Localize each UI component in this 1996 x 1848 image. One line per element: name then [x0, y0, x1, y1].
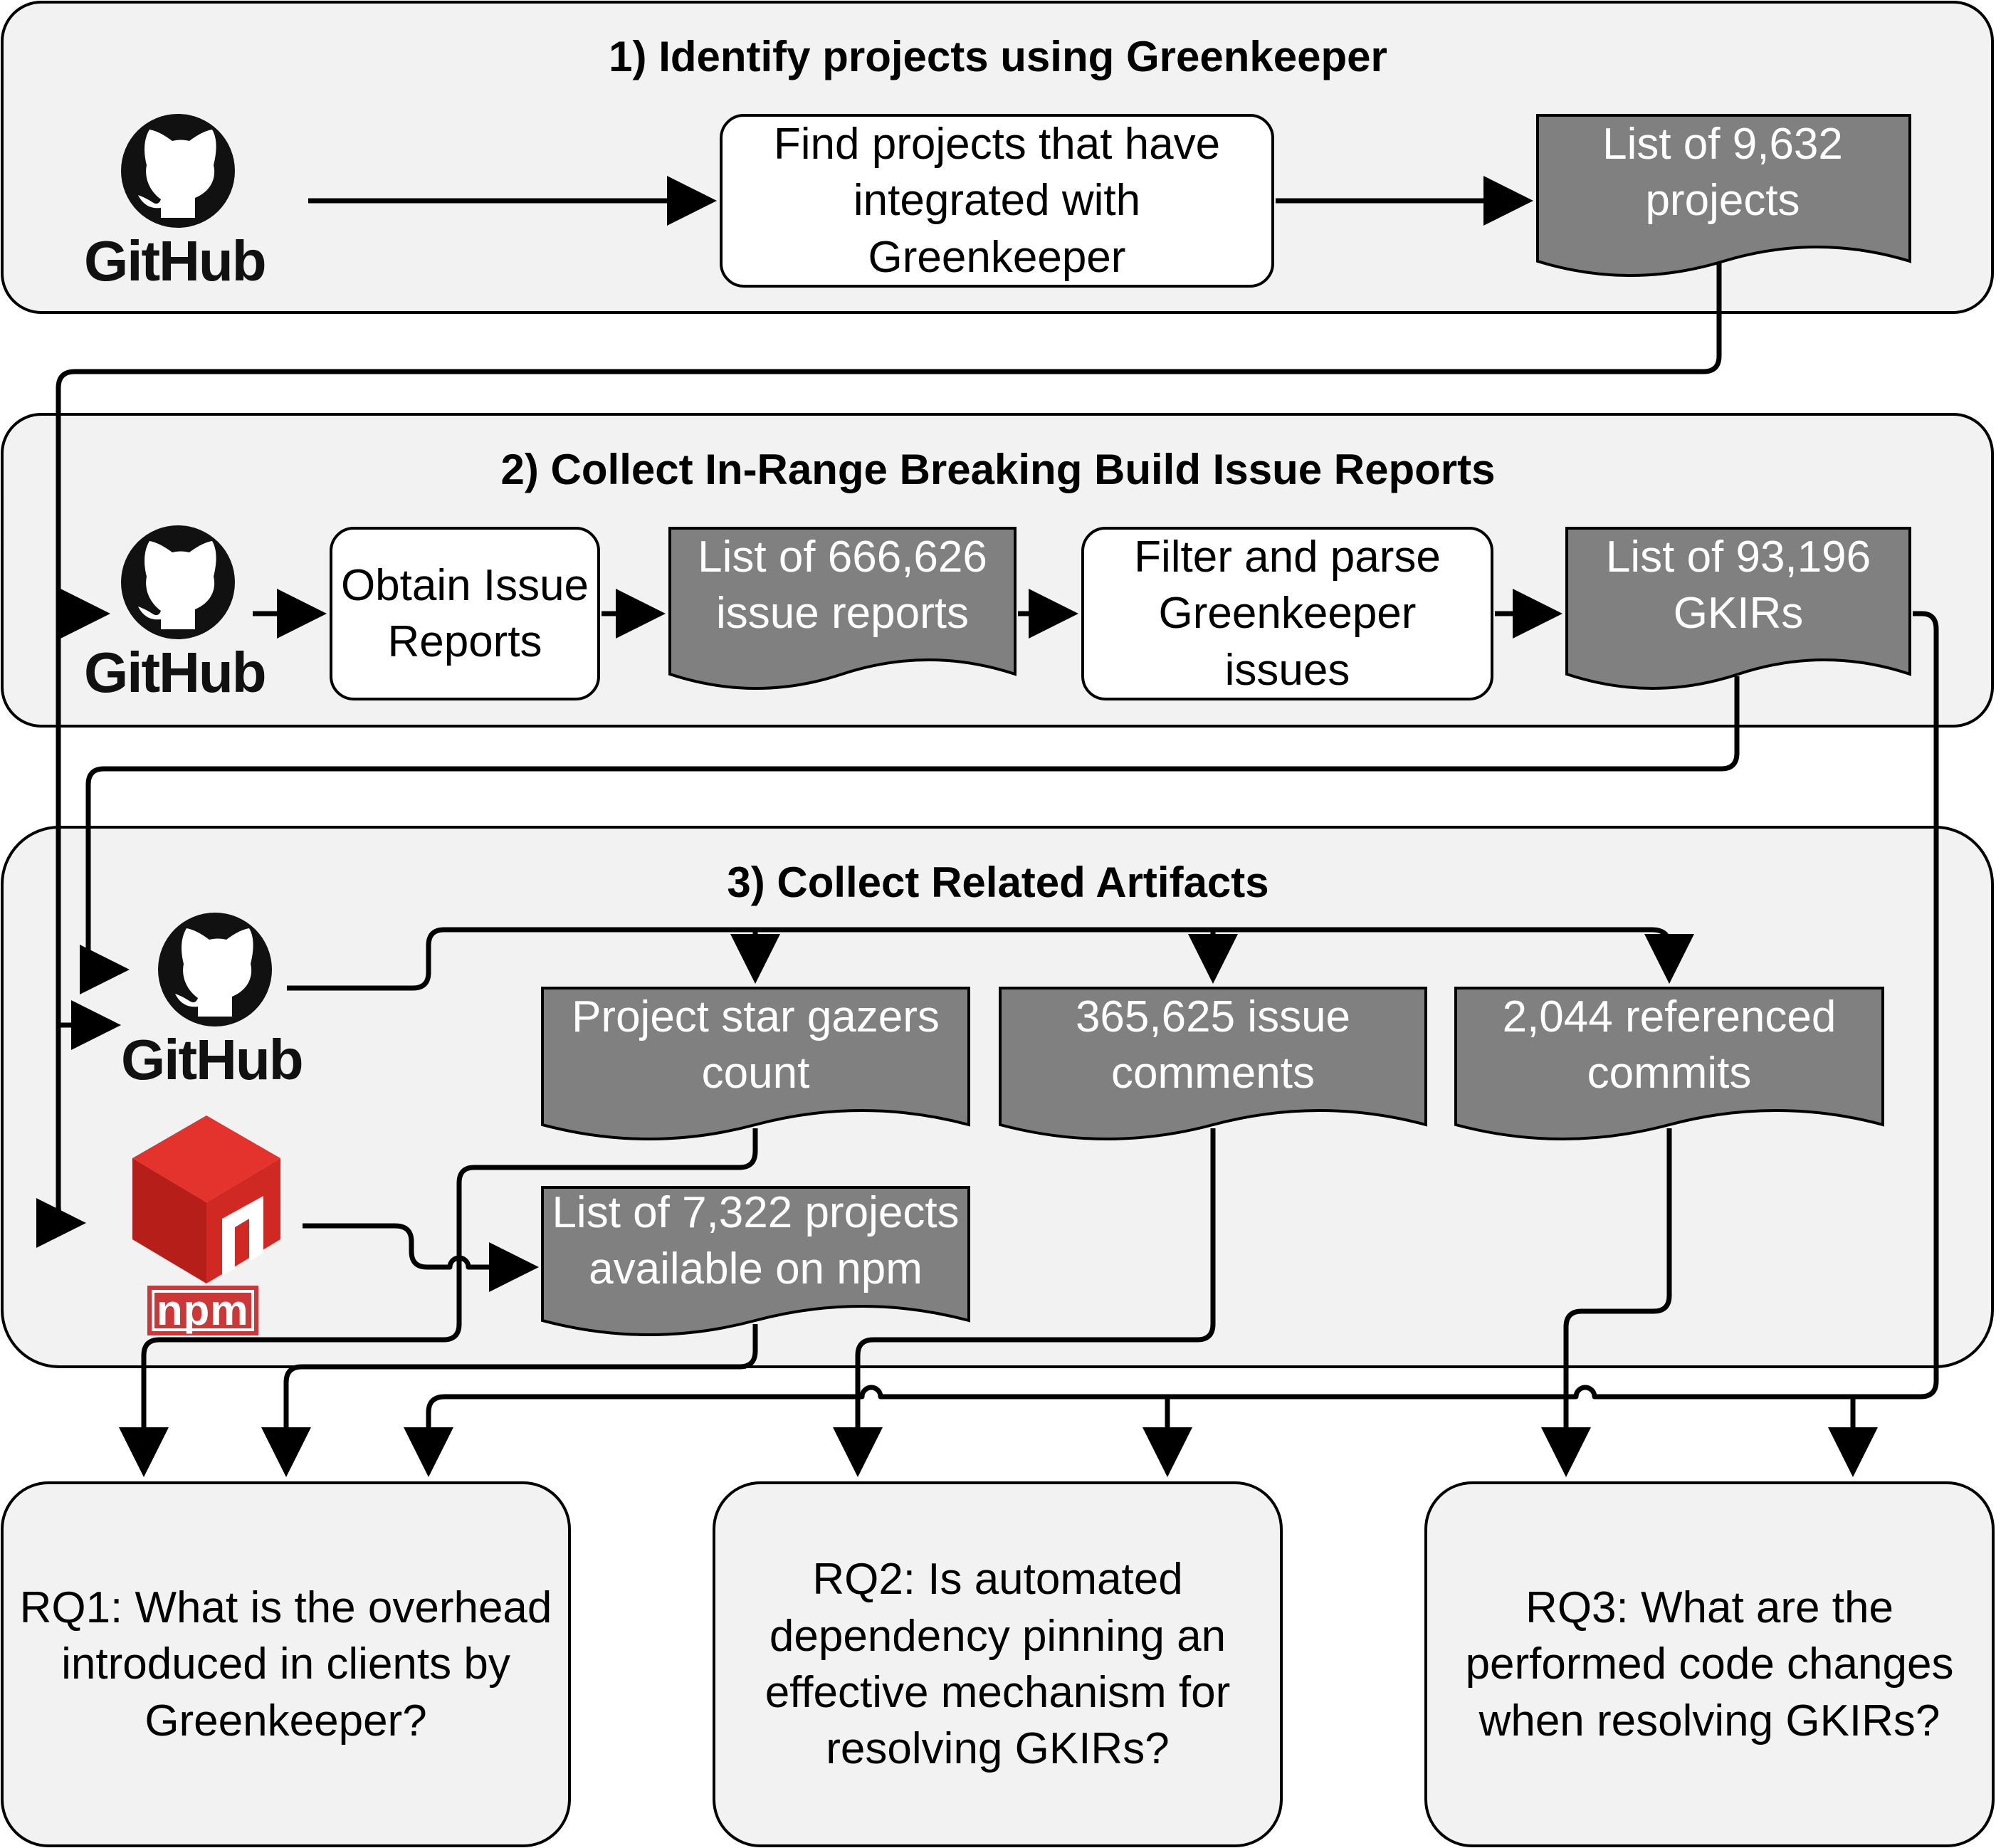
stage-1-title: 1) Identify projects using Greenkeeper: [609, 32, 1387, 80]
github-logo-text: GitHub: [121, 1028, 304, 1091]
stargazers-label: Project star gazers count: [572, 992, 940, 1098]
connector-gkirs-to-github3: [80, 676, 1740, 994]
connector-npm-projects-to-rq1: [261, 1324, 758, 1477]
rq3-label: RQ3: What are the performed code changes…: [1465, 1582, 1954, 1745]
connector-projects-rail: [36, 263, 1722, 1248]
rq1-box: [1, 1481, 571, 1847]
connector-npm-to-projects: [303, 1223, 539, 1292]
list-issues-label: List of 666,626 issue reports: [698, 532, 987, 638]
connector-stargazers-to-rq1: [119, 1128, 758, 1477]
connector-gkirs-right-rail: [404, 611, 1939, 1477]
github-octocat-icon: [121, 114, 235, 228]
github-logo-text: GitHub: [84, 641, 267, 704]
stage-2-title: 2) Collect In-Range Breaking Build Issue…: [500, 445, 1496, 493]
doc-ref-commits: [1454, 987, 1884, 1140]
find-projects-box: [720, 114, 1274, 288]
connector-comments-to-rq2: [833, 1128, 1216, 1477]
rq2-box: [713, 1481, 1283, 1847]
stage-3-title: 3) Collect Related Artifacts: [727, 858, 1269, 906]
github-octocat-icon: [158, 913, 272, 1027]
rq1-label: RQ1: What is the overhead introduced in …: [19, 1582, 552, 1745]
npm-cube-icon: [132, 1115, 280, 1283]
github-octocat-icon: [121, 525, 235, 639]
filter-parse-label: Filter and parse Greenkeeper issues: [1134, 532, 1441, 695]
issue-comments-label: 365,625 issue comments: [1075, 992, 1351, 1098]
obtain-issues-box: [330, 527, 600, 700]
rq3-box: [1424, 1481, 1995, 1847]
ref-commits-label: 2,044 referenced commits: [1502, 992, 1837, 1098]
doc-issue-comments: [999, 987, 1427, 1140]
doc-list-issues: [668, 527, 1017, 690]
npm-projects-label: List of 7,322 projects available on npm: [552, 1187, 960, 1293]
npm-logo-text: npm: [147, 1286, 258, 1335]
obtain-issues-label: Obtain Issue Reports: [340, 560, 589, 666]
connector-github3-bus: [287, 927, 1694, 991]
filter-parse-box: [1081, 527, 1493, 700]
list-gkirs-label: List of 93,196 GKIRs: [1605, 532, 1871, 638]
doc-list-gkirs: [1565, 527, 1911, 690]
doc-stargazers: [541, 987, 970, 1140]
doc-npm-projects: [541, 1186, 970, 1336]
connector-commits-to-rq3: [1541, 1128, 1672, 1477]
find-projects-label: Find projects that have integrated with …: [773, 119, 1221, 282]
stage-3-container: [1, 826, 1994, 1368]
github-logo-text: GitHub: [84, 229, 267, 293]
rq2-label: RQ2: Is automated dependency pinning an …: [765, 1555, 1231, 1774]
doc-list-projects: [1536, 114, 1911, 277]
list-projects-label: List of 9,632 projects: [1602, 119, 1843, 225]
